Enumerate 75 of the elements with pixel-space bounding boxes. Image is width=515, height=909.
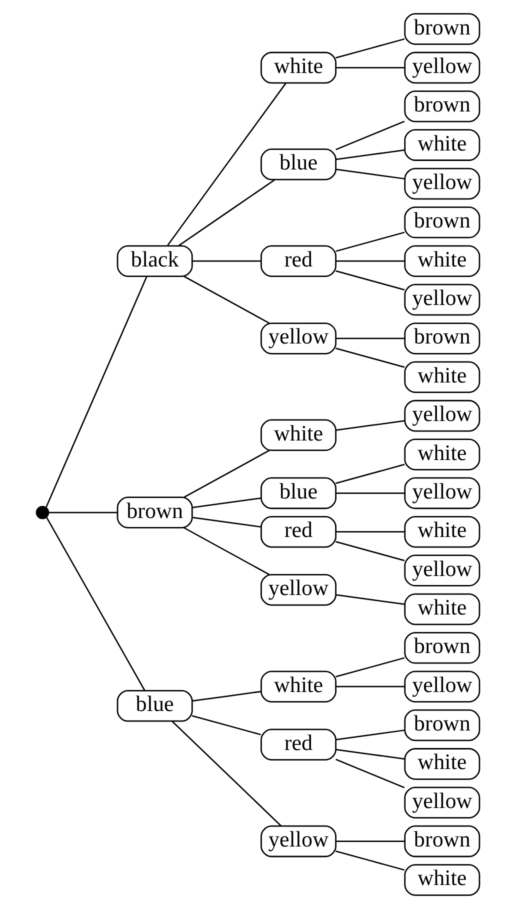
node-circle [35,506,49,520]
connector [335,594,404,605]
connector [335,420,404,431]
node-box: yellow [404,52,480,84]
node-box: yellow [260,825,336,858]
connector [335,149,404,160]
node-box: red [260,728,336,760]
node-box: white [404,245,480,277]
node-box: white [404,516,480,548]
node-box: black [116,245,192,277]
node-box: yellow [404,168,480,200]
connector [335,748,404,760]
connector [45,516,145,691]
connector [192,516,260,528]
node-box: red [260,516,336,548]
node-box: brown [404,322,480,354]
connector [335,120,404,150]
node-box: yellow [404,670,480,702]
node-box: brown [116,496,192,528]
node-box: brown [404,825,480,858]
connector [335,338,404,340]
node-box: yellow [260,574,336,606]
node-box: white [260,52,336,84]
node-box: white [404,361,480,394]
connector [335,260,404,262]
node-box: blue [260,148,336,180]
node-box: white [404,438,480,470]
connector [335,657,404,678]
connector [335,38,404,58]
connector [192,497,260,508]
connector [178,179,274,246]
connector [335,730,404,740]
connector [192,690,260,702]
connector [171,720,282,826]
connector [335,270,404,290]
node-box: white [404,129,480,161]
connector [335,686,404,688]
connector [335,850,404,871]
node-box: white [404,593,480,626]
connector [335,758,404,788]
node-box: brown [404,206,480,238]
connector [45,276,147,508]
connector [183,276,270,324]
node-box: yellow [260,322,336,354]
node-box: yellow [404,400,480,432]
node-box: yellow [404,477,480,510]
node-box: white [404,748,480,780]
connector [191,715,260,736]
connector [335,168,404,180]
connector [335,232,404,252]
connector [183,527,270,576]
connector [335,348,404,368]
connector [335,464,404,484]
node-box: brown [404,632,480,664]
node-box: brown [404,90,480,122]
connector [48,512,117,514]
node-box: white [260,419,336,452]
node-box: white [404,864,480,896]
node-box: yellow [404,554,480,586]
node-box: red [260,245,336,277]
node-box: brown [404,709,480,742]
connector [335,492,404,494]
connector [335,67,404,68]
node-box: blue [116,690,192,722]
connector [192,260,260,262]
node-box: brown [404,13,480,45]
connector [166,82,286,246]
connector [183,450,270,498]
connector [335,541,404,562]
node-box: blue [260,477,336,510]
node-box: yellow [404,786,480,819]
node-box: white [260,670,336,702]
connector [335,840,404,842]
connector [335,531,404,533]
node-box: yellow [404,284,480,316]
